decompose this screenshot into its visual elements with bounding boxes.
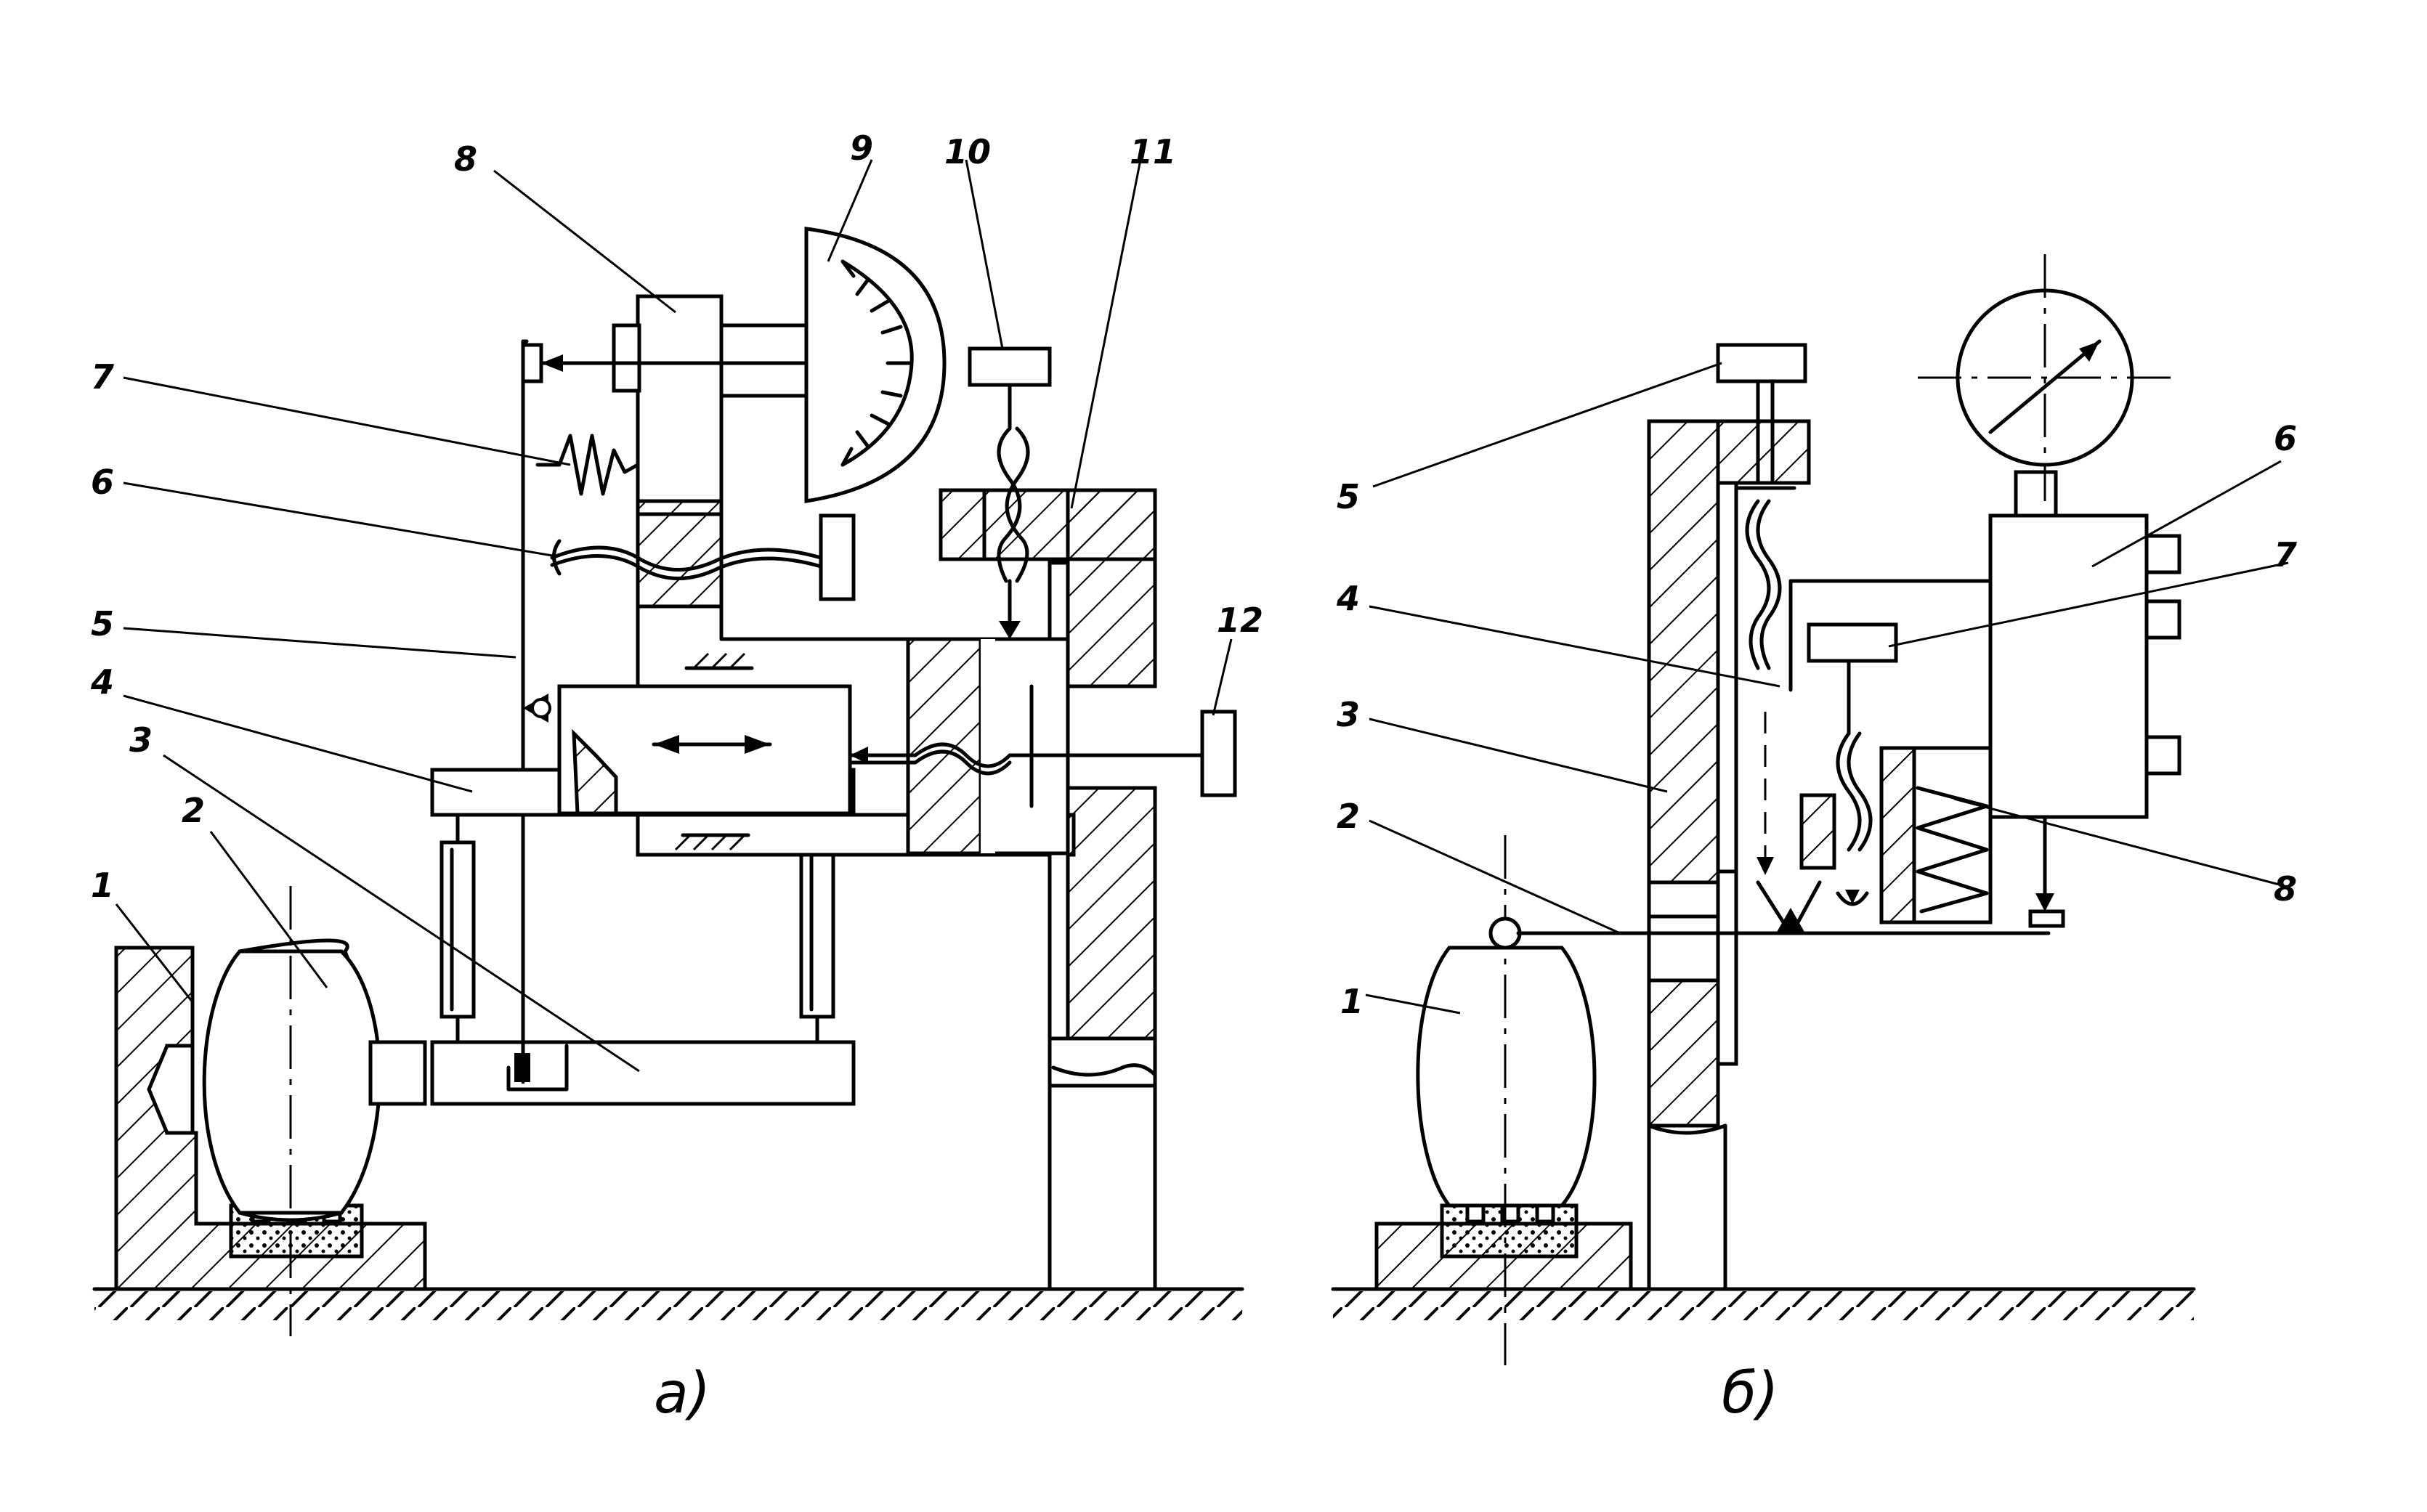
caption-b: б) (1722, 1361, 1779, 1426)
micro-feed-b-5 (1716, 343, 1807, 670)
workpiece-b-1 (1416, 835, 1597, 1365)
label-b-8: 8 (2274, 869, 2297, 909)
label-a-3: 3 (129, 720, 153, 760)
leaders-b (1365, 362, 2289, 1015)
label-a-12: 12 (1217, 601, 1263, 640)
label-b-3: 3 (1337, 695, 1360, 734)
carriage-a (523, 652, 852, 816)
spring-7 (535, 434, 640, 496)
adjust-block-a (848, 637, 1204, 855)
label-a-2: 2 (182, 791, 205, 830)
rod-5 (521, 339, 529, 710)
label-a-1: 1 (91, 866, 114, 905)
lever-b-2 (1516, 880, 2051, 935)
labels-a: 1 2 3 4 5 6 7 8 9 10 11 12 (90, 129, 1263, 905)
label-a-4: 4 (90, 662, 114, 702)
stand-11 (939, 488, 1157, 1291)
nut-12 (1200, 710, 1237, 797)
label-b-4: 4 (1336, 579, 1360, 618)
label-a-11: 11 (1130, 132, 1176, 171)
adjusting-screw-6 (550, 513, 856, 601)
labels-b: 1 2 3 4 5 6 7 8 (1336, 419, 2297, 1021)
ground-a (92, 1287, 1244, 1320)
spring-b-8 (1799, 746, 1993, 924)
label-a-6: 6 (91, 463, 114, 502)
label-b-7: 7 (2274, 535, 2297, 574)
label-a-7: 7 (91, 357, 114, 397)
micro-feed-b-7 (1807, 622, 1898, 906)
slide-b-4 (1757, 712, 1774, 875)
leaf-springs-a (439, 811, 835, 1044)
base-b (1374, 1203, 1633, 1291)
label-a-10: 10 (944, 132, 991, 171)
scale-9 (804, 227, 947, 503)
figure-a: 1 2 3 4 5 6 7 8 9 10 11 12 а) (90, 129, 1263, 1426)
label-a-9: 9 (850, 129, 873, 168)
gauge-b-6 (1918, 254, 2181, 928)
workpiece-2 (202, 886, 427, 1336)
label-b-5: 5 (1337, 477, 1360, 516)
leaders-a (115, 159, 1233, 1073)
label-b-6: 6 (2274, 419, 2297, 458)
label-a-5: 5 (91, 604, 114, 643)
lever-3 (430, 550, 856, 1106)
label-a-8: 8 (454, 139, 477, 179)
label-b-2: 2 (1337, 797, 1360, 836)
ground-b (1331, 1287, 2196, 1320)
label-b-1: 1 (1340, 982, 1364, 1021)
figure-b: 1 2 3 4 5 6 7 8 б) (1331, 254, 2297, 1426)
center-support-1 (114, 946, 427, 1291)
caption-a: а) (654, 1361, 710, 1426)
column-3 (1647, 419, 1811, 1291)
